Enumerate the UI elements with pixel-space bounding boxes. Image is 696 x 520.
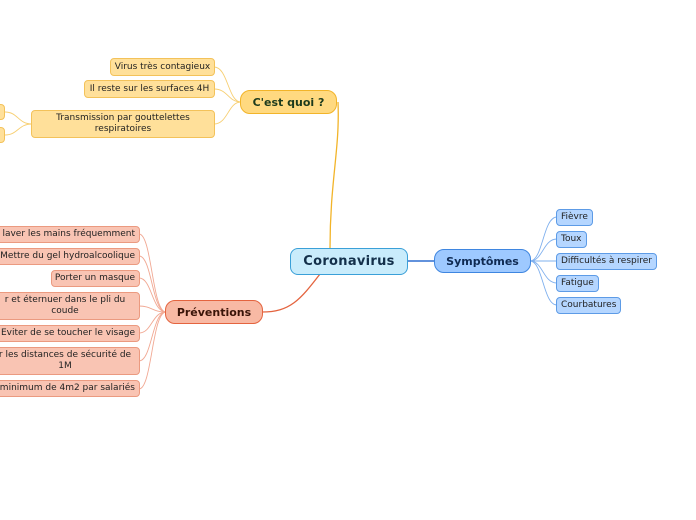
prevention-space[interactable]: minimum de 4m2 par salariés xyxy=(0,380,140,397)
link-what-2 xyxy=(213,88,242,103)
what-item-contagious[interactable]: Virus très contagieux xyxy=(110,58,215,76)
branch-what[interactable]: C'est quoi ? xyxy=(240,90,337,114)
what-item-transmission[interactable]: Transmission par gouttelettes respiratoi… xyxy=(31,110,215,138)
link-prev-1 xyxy=(138,233,167,313)
prevention-distance[interactable]: r les distances de sécurité de 1M xyxy=(0,347,140,375)
link-sym-1 xyxy=(529,216,558,262)
branch-preventions[interactable]: Préventions xyxy=(165,300,263,324)
prevention-no-face-touch[interactable]: Eviter de se toucher le visage xyxy=(0,325,140,342)
prevention-mask[interactable]: Porter un masque xyxy=(51,270,140,287)
branch-symptoms[interactable]: Symptômes xyxy=(434,249,531,273)
symptom-breathing[interactable]: Difficultés à respirer xyxy=(556,253,657,270)
what-item-surfaces[interactable]: Il reste sur les surfaces 4H xyxy=(84,80,215,98)
link-what-3b xyxy=(4,123,33,136)
prevention-gel[interactable]: Mettre du gel hydroalcoolique xyxy=(0,248,140,265)
prevention-wash-hands[interactable]: laver les mains fréquemment xyxy=(0,226,140,243)
link-central-preventions xyxy=(261,273,321,313)
link-central-what xyxy=(329,101,339,250)
symptom-fever[interactable]: Fièvre xyxy=(556,209,593,226)
link-prev-2 xyxy=(138,255,167,313)
central-topic[interactable]: Coronavirus xyxy=(290,248,408,275)
link-sym-2 xyxy=(529,238,558,262)
what-subitem-a[interactable] xyxy=(0,104,5,120)
symptom-fatigue[interactable]: Fatigue xyxy=(556,275,599,292)
link-what-3 xyxy=(213,101,242,125)
link-prev-4 xyxy=(138,305,167,313)
link-sym-5 xyxy=(529,260,558,306)
symptom-cough[interactable]: Toux xyxy=(556,231,587,248)
link-prev-6 xyxy=(138,311,167,362)
link-prev-7 xyxy=(138,311,167,390)
what-subitem-b[interactable] xyxy=(0,127,5,143)
prevention-cough-elbow[interactable]: r et éternuer dans le pli du coude xyxy=(0,292,140,320)
link-what-3a xyxy=(4,111,33,125)
link-sym-4 xyxy=(529,260,558,284)
symptom-aches[interactable]: Courbatures xyxy=(556,297,621,314)
link-what-1 xyxy=(213,66,242,103)
link-prev-3 xyxy=(138,277,167,313)
